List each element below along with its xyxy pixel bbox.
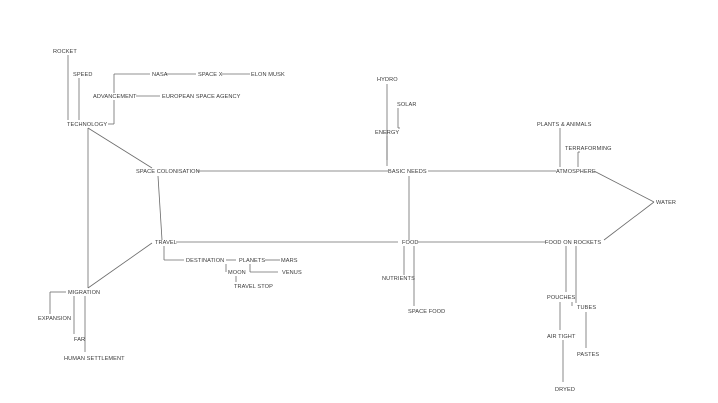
node-label-spacex: SPACE X — [198, 72, 223, 78]
node-label-expansion: EXPANSION — [38, 316, 71, 322]
node-label-atmosphere: ATMOSPHERE — [556, 169, 596, 175]
node-label-travel: TRAVEL — [155, 240, 177, 246]
node-label-elon-musk: ELON MUSK — [251, 72, 285, 78]
node-label-air-tight: AIR TIGHT — [547, 334, 576, 340]
node-label-energy: ENERGY — [375, 130, 399, 136]
node-label-dryed: DRYED — [555, 387, 575, 393]
connector-line — [603, 201, 655, 241]
node-labels: ROCKET SPEED TECHNOLOGY ADVANCEMENT NASA… — [38, 49, 676, 393]
node-label-mars: MARS — [281, 258, 298, 264]
node-label-travel-stop: TRAVEL STOP — [234, 284, 273, 290]
node-label-advancement: ADVANCEMENT — [93, 94, 137, 100]
node-label-pastes: PASTES — [577, 352, 599, 358]
node-label-terraforming: TERRAFORMING — [565, 146, 612, 152]
node-label-space-food: SPACE FOOD — [408, 309, 445, 315]
node-label-food-on-rockets: FOOD ON ROCKETS — [545, 240, 601, 246]
connector-line — [157, 175, 163, 241]
node-label-migration: MIGRATION — [68, 290, 100, 296]
connector-line — [593, 170, 655, 203]
node-label-tubes: TUBES — [577, 305, 596, 311]
node-label-planets: PLANETS — [239, 258, 265, 264]
connector-line — [87, 127, 153, 169]
node-label-rocket: ROCKET — [53, 49, 77, 55]
node-label-far: FAR — [74, 337, 85, 343]
connector-lines — [49, 55, 655, 382]
node-label-nutrients: NUTRIENTS — [382, 276, 415, 282]
node-label-basic-needs: BASIC NEEDS — [388, 169, 427, 175]
node-label-space-colonisation: SPACE COLONISATION — [136, 169, 200, 175]
node-label-speed: SPEED — [73, 72, 92, 78]
node-label-solar: SOLAR — [397, 102, 416, 108]
node-label-nasa: NASA — [152, 72, 168, 78]
node-label-hydro: HYDRO — [377, 77, 398, 83]
connector-line — [87, 242, 153, 289]
node-label-european-space-agency: EUROPEAN SPACE AGENCY — [162, 94, 241, 100]
node-label-water: WATER — [656, 200, 676, 206]
node-label-destination: DESTINATION — [186, 258, 224, 264]
node-label-venus: VENUS — [282, 270, 302, 276]
node-label-technology: TECHNOLOGY — [67, 122, 107, 128]
node-label-plants-animals: PLANTS & ANIMALS — [537, 122, 592, 128]
node-label-moon: MOON — [228, 270, 246, 276]
node-label-human-settlement: HUMAN SETTLEMENT — [64, 356, 125, 362]
node-label-pouches: POUCHES — [547, 295, 576, 301]
node-label-food: FOOD — [402, 240, 419, 246]
